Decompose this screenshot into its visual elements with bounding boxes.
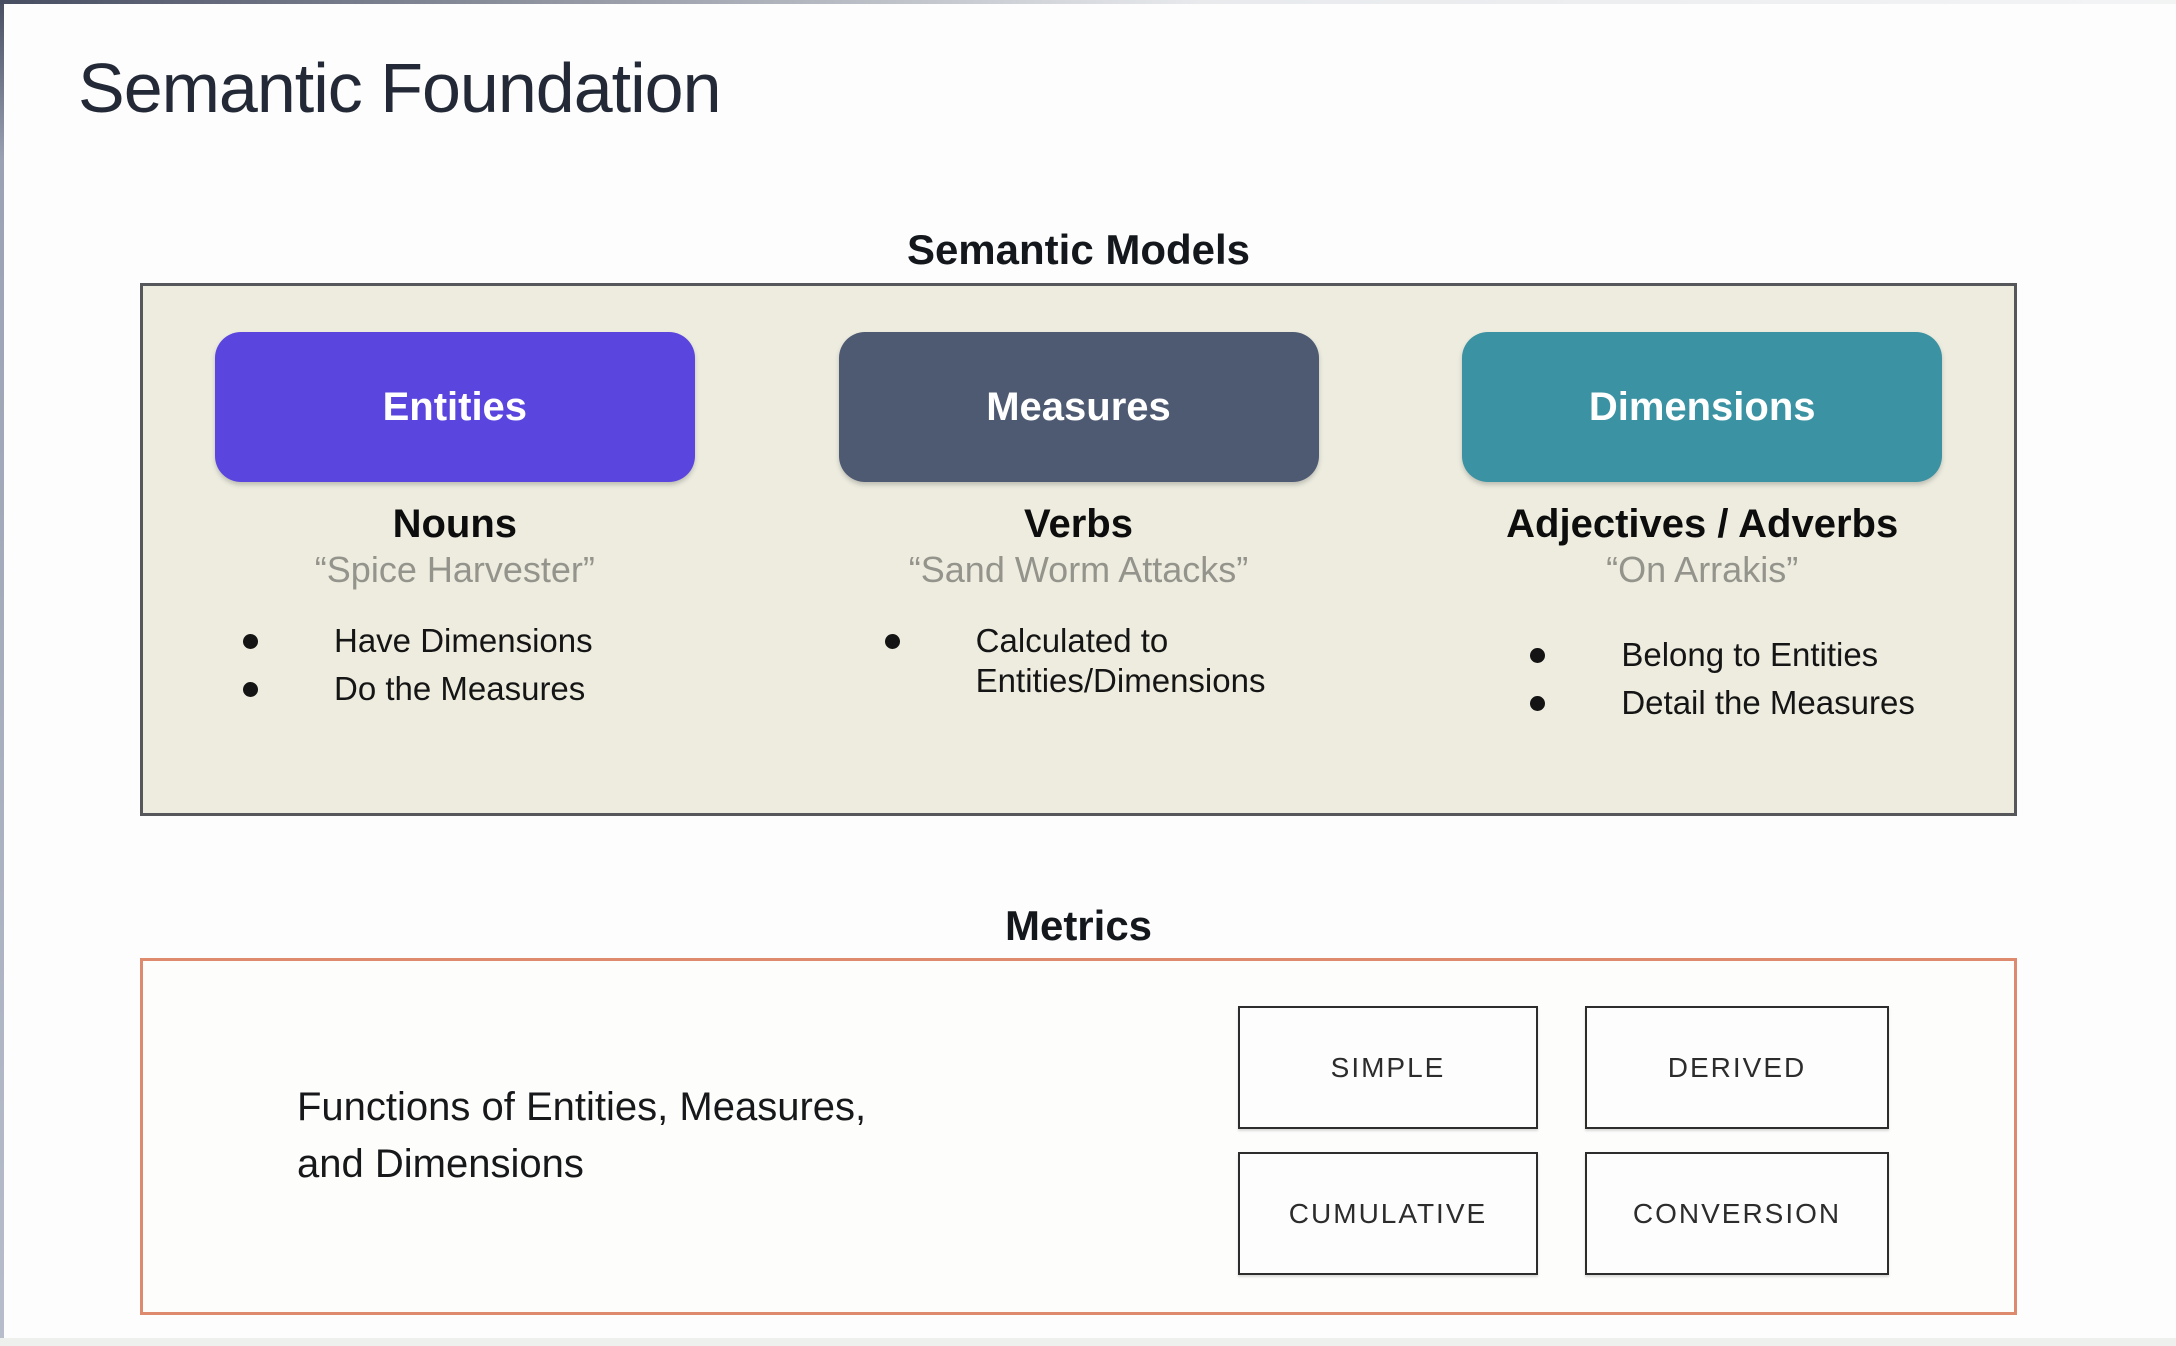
semantic-models-panel: Entities Nouns “Spice Harvester” Have Di…: [140, 283, 2017, 816]
list-item: Calculated to Entities/Dimensions: [884, 621, 1391, 702]
window-edge-bottom: [0, 1338, 2176, 1346]
bullet-icon: [243, 634, 258, 649]
window-edge-top: [0, 0, 2176, 4]
metrics-description-line1: Functions of Entities, Measures,: [297, 1085, 867, 1129]
model-column-dimensions: Dimensions Adjectives / Adverbs “On Arra…: [1390, 286, 2014, 813]
entities-bullet-list: Have Dimensions Do the Measures: [143, 621, 767, 710]
metrics-heading: Metrics: [1004, 902, 1153, 949]
measures-bullet-list: Calculated to Entities/Dimensions: [767, 621, 1391, 702]
metric-type-cumulative: CUMULATIVE: [1238, 1152, 1538, 1275]
list-item: Do the Measures: [243, 669, 767, 709]
page-title: Semantic Foundation: [78, 49, 722, 127]
entities-example: “Spice Harvester”: [314, 549, 595, 590]
dimensions-bullet-list: Belong to Entities Detail the Measures: [1390, 635, 2014, 724]
entities-part-of-speech: Nouns: [392, 502, 518, 546]
window-edge-left: [0, 0, 4, 1346]
entities-pill: Entities: [214, 332, 695, 482]
measures-example: “Sand Worm Attacks”: [908, 549, 1249, 590]
metric-type-simple: SIMPLE: [1238, 1006, 1538, 1129]
metric-type-conversion: CONVERSION: [1585, 1152, 1889, 1275]
metrics-description-line2: and Dimensions: [297, 1141, 584, 1186]
bullet-icon: [1530, 696, 1546, 712]
model-column-measures: Measures Verbs “Sand Worm Attacks” Calcu…: [767, 286, 1391, 813]
metrics-panel: Functions of Entities, Measures, and Dim…: [140, 958, 2017, 1315]
metrics-description: Functions of Entities, Measures, and Dim…: [297, 1079, 866, 1193]
bullet-icon: [243, 682, 258, 698]
metric-type-derived: DERIVED: [1585, 1006, 1889, 1129]
measures-part-of-speech: Verbs: [1024, 502, 1133, 546]
list-item: Detail the Measures: [1530, 683, 2014, 723]
list-item: Belong to Entities: [1530, 635, 2014, 675]
semantic-models-heading: Semantic Models: [906, 226, 1251, 273]
dimensions-part-of-speech: Adjectives / Adverbs: [1506, 502, 1899, 546]
metric-type-grid: SIMPLE DERIVED CUMULATIVE CONVERSION: [1238, 1006, 1889, 1275]
dimensions-pill: Dimensions: [1462, 332, 1943, 482]
measures-pill: Measures: [838, 332, 1319, 482]
list-item: Have Dimensions: [243, 621, 767, 661]
model-column-entities: Entities Nouns “Spice Harvester” Have Di…: [143, 286, 767, 813]
bullet-icon: [884, 634, 900, 649]
dimensions-example: “On Arrakis”: [1606, 549, 1799, 590]
bullet-icon: [1530, 648, 1546, 663]
